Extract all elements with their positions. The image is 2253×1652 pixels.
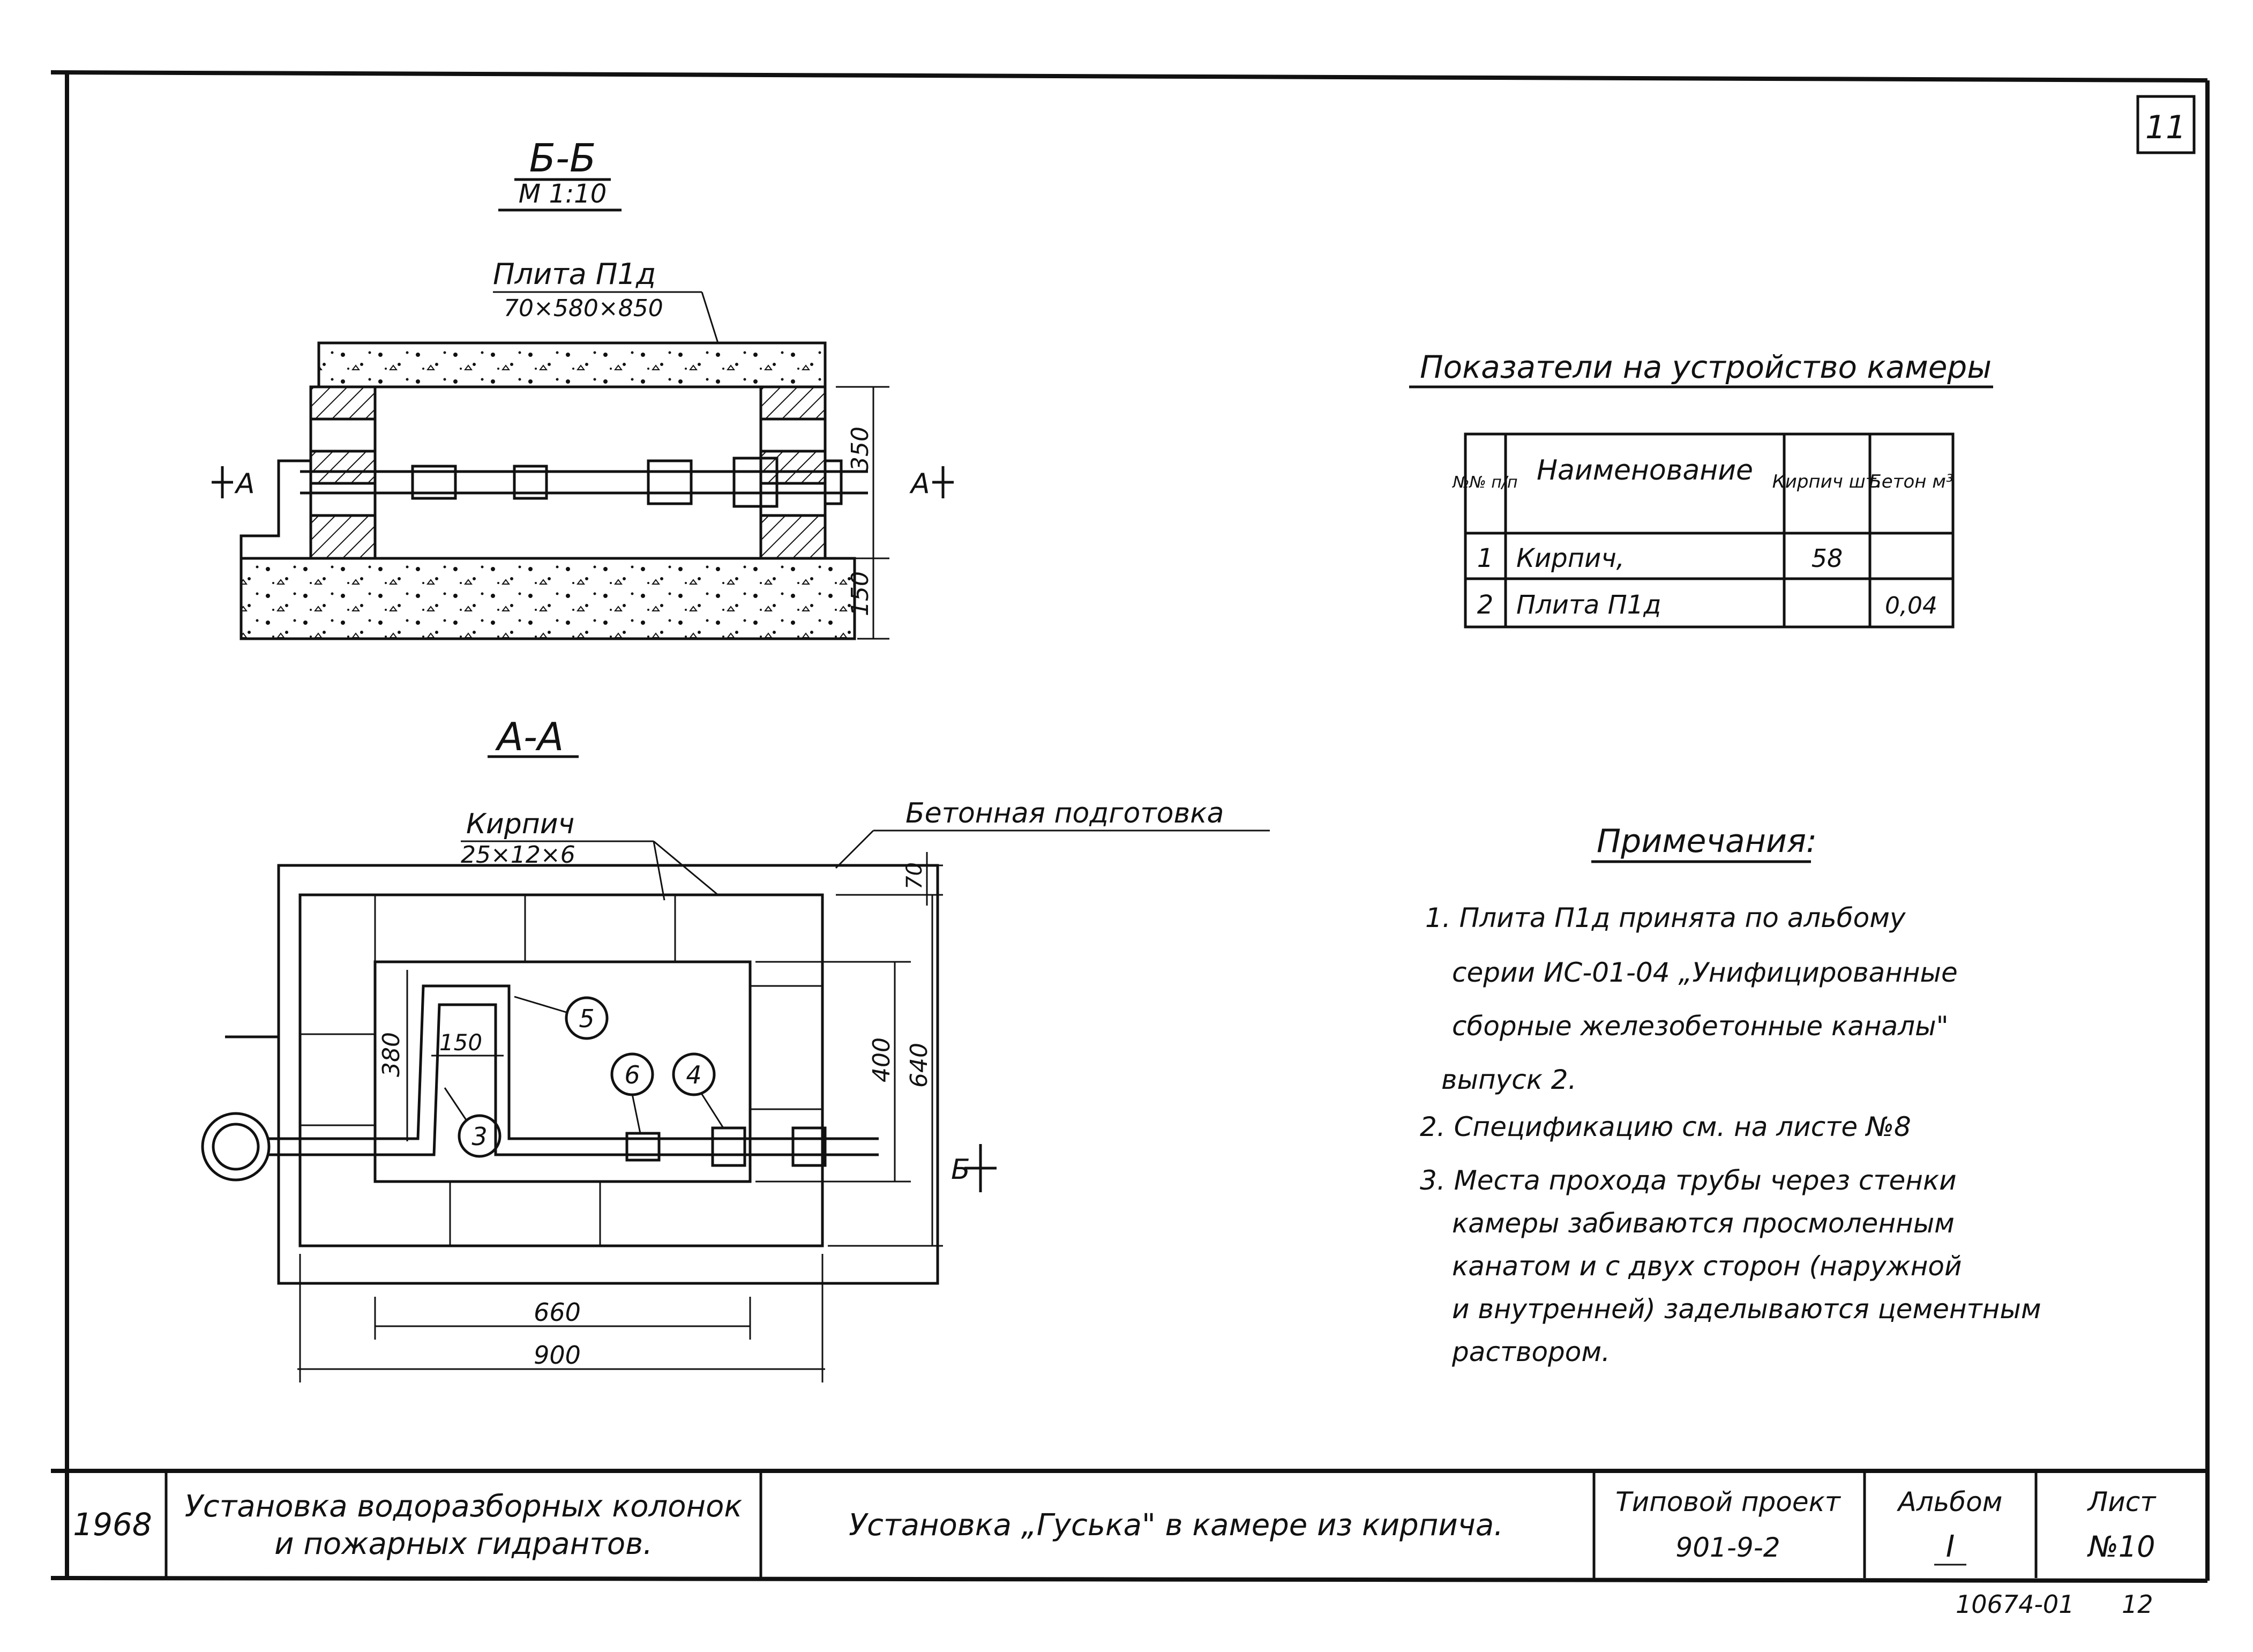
note-line: и внутренней) заделываются цементным — [1452, 1294, 2041, 1325]
note-line: выпуск 2. — [1441, 1064, 1577, 1095]
cut-mark-b: Б — [951, 1154, 970, 1186]
slab-label: Плита П1д — [493, 257, 656, 291]
note-line: 3. Места прохода трубы через стенки — [1420, 1165, 1957, 1196]
title-type-project-code: 901-9-2 — [1675, 1532, 1780, 1563]
section-aa: А-А Кирпич 25×12×6 Бетонная подготовка — [201, 714, 1270, 1382]
th-name: Наименование — [1537, 454, 1753, 487]
callout-4: 4 — [672, 1052, 724, 1128]
callout-5: 5 — [514, 996, 609, 1040]
dim-400: 400 — [868, 1037, 895, 1082]
note-line: 2. Спецификацию см. на листе №8 — [1420, 1111, 1911, 1142]
concrete-prep-label: Бетонная подготовка — [905, 797, 1224, 829]
title-project-line1: Установка водоразборных колонок — [185, 1489, 743, 1524]
note-line: сборные железобетонные каналы" — [1452, 1011, 1949, 1042]
dim-900: 900 — [534, 1341, 581, 1370]
sheet-frame — [50, 70, 2210, 1583]
title-year: 1968 — [73, 1506, 152, 1543]
notes-title: Примечания: — [1597, 823, 1817, 860]
dim-640: 640 — [905, 1043, 933, 1088]
th-brick: Кирпич шт. — [1772, 471, 1882, 492]
indicators-table: Показатели на устройство камеры №№ п/п Н… — [1409, 349, 1993, 629]
section-aa-title: А-А — [495, 714, 564, 759]
dim-150-aa: 150 — [439, 1029, 482, 1056]
brick-label: Кирпич — [466, 808, 574, 840]
svg-text:1: 1 — [1477, 543, 1494, 573]
title-sheet-value: №10 — [2087, 1530, 2155, 1564]
svg-text:3: 3 — [471, 1122, 487, 1151]
title-sheet-label: Лист — [2087, 1486, 2157, 1518]
callout-6: 6 — [610, 1052, 654, 1134]
title-project-line2: и пожарных гидрантов. — [274, 1527, 653, 1561]
cut-mark-a-left: А — [234, 468, 255, 500]
table-row: 2 Плита П1д 0,04 — [1477, 590, 1937, 620]
svg-text:6: 6 — [624, 1060, 640, 1089]
section-bb-scale: М 1:10 — [519, 179, 607, 209]
title-album-value: I — [1946, 1529, 1955, 1564]
cut-mark-a-right: А — [909, 468, 930, 500]
notes: Примечания: 1. Плита П1д принята по альб… — [1420, 823, 2041, 1367]
title-album-label: Альбом — [1897, 1486, 2003, 1518]
svg-text:58: 58 — [1812, 544, 1843, 573]
indicators-title: Показатели на устройство камеры — [1420, 349, 1992, 385]
svg-text:4: 4 — [686, 1060, 701, 1089]
svg-text:Кирпич,: Кирпич, — [1516, 543, 1625, 573]
th-concrete: Бетон м³ — [1869, 471, 1953, 492]
table-row: 1 Кирпич, 58 — [1477, 543, 1843, 573]
dim-150: 150 — [847, 571, 874, 616]
note-line: раствором. — [1451, 1336, 1610, 1367]
th-num: №№ п/п — [1451, 473, 1517, 492]
section-bb-title: Б-Б — [529, 136, 596, 181]
note-line: серии ИС-01-04 „Унифицированные — [1452, 957, 1958, 988]
svg-text:Плита П1д: Плита П1д — [1516, 590, 1661, 620]
callout-3: 3 — [444, 1087, 502, 1158]
svg-text:5: 5 — [579, 1004, 594, 1033]
corner-sheet-number: 11 — [2145, 109, 2186, 146]
note-line: камеры забиваются просмоленным — [1452, 1208, 1955, 1239]
slab-size: 70×580×850 — [504, 295, 663, 322]
note-line: 1. Плита П1д принята по альбому — [1425, 902, 1906, 933]
archive-page: 12 — [2122, 1590, 2153, 1619]
dim-660: 660 — [534, 1298, 581, 1327]
title-type-project-label: Типовой проект — [1615, 1486, 1842, 1518]
note-line: канатом и с двух сторон (наружной — [1452, 1251, 1962, 1282]
svg-text:0,04: 0,04 — [1885, 592, 1937, 619]
dim-380: 380 — [378, 1032, 405, 1077]
dim-350: 350 — [847, 427, 874, 472]
dim-70: 70 — [902, 862, 927, 889]
archive-number: 10674-01 — [1956, 1590, 2074, 1619]
svg-text:2: 2 — [1477, 590, 1494, 620]
title-sheet-title: Установка „Гуська" в камере из кирпича. — [849, 1508, 1503, 1543]
title-block: 1968 Установка водоразборных колонок и п… — [51, 1469, 2207, 1578]
section-bb: Б-Б М 1:10 Плита П1д 70×580×850 — [212, 136, 954, 640]
